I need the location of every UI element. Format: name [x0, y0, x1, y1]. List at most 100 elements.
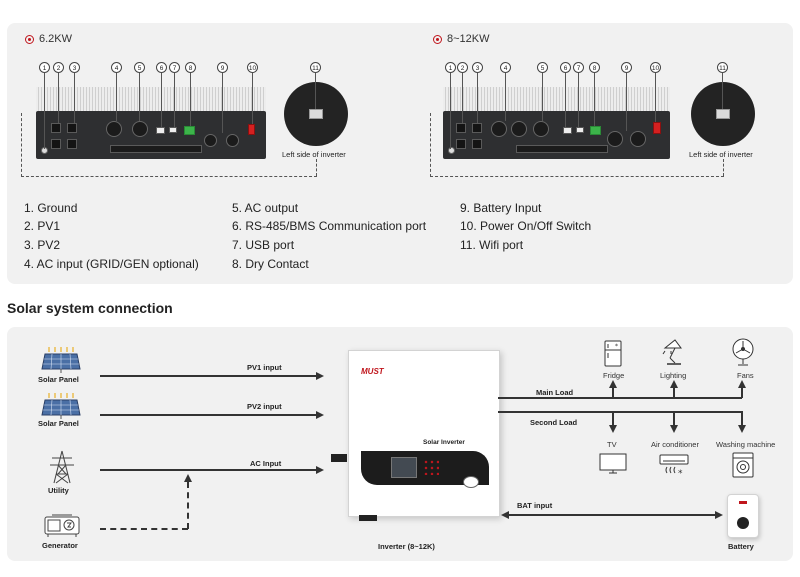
- power-switch: [248, 124, 255, 135]
- callout-2-line: [58, 73, 59, 123]
- battery-brand-mark: [739, 501, 747, 504]
- usb-port: [576, 127, 584, 133]
- device-bottom-bar: [110, 145, 202, 153]
- utility-label: Utility: [48, 486, 69, 495]
- right-dash-up: [723, 159, 724, 176]
- legend-pv2: 3. PV2: [24, 238, 61, 252]
- battery-display: [737, 517, 749, 529]
- legend-dry-contact: 8. Dry Contact: [232, 257, 309, 271]
- wifi-port: [716, 109, 730, 119]
- callout-10-line: [252, 73, 253, 124]
- lighting-label: Lighting: [660, 371, 687, 380]
- solar-panel-label-2: Solar Panel: [38, 419, 79, 428]
- pv1-port-b: [456, 139, 466, 149]
- callout-4-line: [116, 73, 117, 121]
- battery-input-terminal-b: [630, 131, 646, 147]
- usb-port: [169, 127, 177, 133]
- callout-1-line: [44, 73, 45, 149]
- rs485-port: [156, 127, 165, 134]
- svg-text:*: *: [615, 343, 618, 350]
- tv-label: TV: [607, 440, 617, 449]
- bat-input-arrowhead-right: [715, 511, 723, 519]
- generator-dash-h: [100, 528, 188, 530]
- callout-11: 11: [310, 62, 321, 73]
- callout-10-line: [655, 73, 656, 122]
- washing-machine-arrowhead: [738, 425, 746, 433]
- lamp-icon: [662, 339, 682, 365]
- pv2-port-b: [472, 139, 482, 149]
- main-load-lighting-up: [673, 387, 675, 398]
- generator-arrowhead: [184, 474, 192, 482]
- svg-text:*: *: [678, 469, 683, 478]
- right-side-caption: Left side of inverter: [689, 150, 753, 159]
- dry-contact: [184, 126, 195, 135]
- legend-ac-output: 5. AC output: [232, 201, 299, 215]
- callout-9-line: [222, 73, 223, 133]
- legend-battery-input: 9. Battery Input: [460, 201, 542, 215]
- callout-5-line: [542, 73, 543, 121]
- battery-input-terminal: [607, 131, 623, 147]
- solar-panel-label-1: Solar Panel: [38, 375, 79, 384]
- callout-4-line: [505, 73, 506, 121]
- left-dash-connector: [21, 113, 317, 177]
- callout-9-line: [626, 73, 627, 131]
- rs485-port: [563, 127, 572, 134]
- pv1-arrowhead: [316, 372, 324, 380]
- model-heading-right: 8~12KW: [433, 33, 490, 45]
- device-heatsink: [443, 87, 670, 111]
- callout-1: 1: [39, 62, 50, 73]
- callout-11-line: [315, 73, 316, 109]
- callout-1: 1: [445, 62, 456, 73]
- fan-icon: [732, 338, 754, 366]
- air-conditioner-icon: *: [659, 454, 689, 478]
- legend-rs485: 6. RS-485/BMS Communication port: [232, 219, 427, 233]
- second-load-wm-down: [741, 411, 743, 425]
- solar-panel-icon: [41, 393, 81, 419]
- washing-machine-label: Washing machine: [716, 440, 776, 449]
- legend-ac-input: 4. AC input (GRID/GEN optional): [24, 257, 199, 271]
- pv2-label: PV2 input: [247, 402, 282, 411]
- callout-3: 3: [69, 62, 80, 73]
- callout-2: 2: [457, 62, 468, 73]
- solar-panel-icon: [41, 347, 81, 373]
- legend-pv1: 2. PV1: [24, 219, 61, 233]
- utility-tower-icon: [50, 450, 74, 484]
- ac-input-terminal-b: [511, 121, 527, 137]
- pv1-port: [51, 123, 61, 133]
- air-conditioner-label: Air conditioner: [651, 440, 699, 449]
- legend-wifi: 11. Wifi port: [460, 238, 524, 252]
- ac-input-arrow: [100, 469, 316, 471]
- device-heatsink: [36, 87, 266, 111]
- second-load-label: Second Load: [530, 418, 578, 427]
- callout-4: 4: [111, 62, 122, 73]
- section-title: Solar system connection: [7, 300, 173, 316]
- generator-icon: [44, 514, 80, 537]
- fridge-label: Fridge: [603, 371, 625, 380]
- callout-6-line: [161, 73, 162, 127]
- ac-input-terminal: [106, 121, 122, 137]
- bat-input-label: BAT input: [517, 501, 553, 510]
- model-label-left: 6.2KW: [39, 33, 73, 45]
- callout-6-line: [565, 73, 566, 127]
- radio-icon: [433, 34, 442, 44]
- ac-output-terminal: [132, 121, 148, 137]
- tv-icon: [599, 453, 627, 474]
- inverter-bottom-terminals: [359, 515, 377, 521]
- main-load-fans-up: [741, 387, 743, 398]
- callout-7-line: [578, 73, 579, 127]
- callout-11-line: [722, 73, 723, 109]
- fridge-icon: *: [604, 340, 622, 367]
- callout-2-line: [462, 73, 463, 123]
- power-switch: [653, 122, 661, 134]
- inverter-name: Solar Inverter: [423, 439, 465, 446]
- legend-ground: 1. Ground: [24, 201, 78, 215]
- callout-5: 5: [537, 62, 548, 73]
- callout-8-line: [190, 73, 191, 126]
- callout-5: 5: [134, 62, 145, 73]
- callout-3-line: [74, 73, 75, 123]
- pv1-arrow: [100, 375, 316, 377]
- battery-input-terminal-b: [226, 134, 239, 147]
- ac-input-label: AC Input: [250, 459, 282, 468]
- pv1-port: [456, 123, 466, 133]
- battery-input-terminal: [204, 134, 217, 147]
